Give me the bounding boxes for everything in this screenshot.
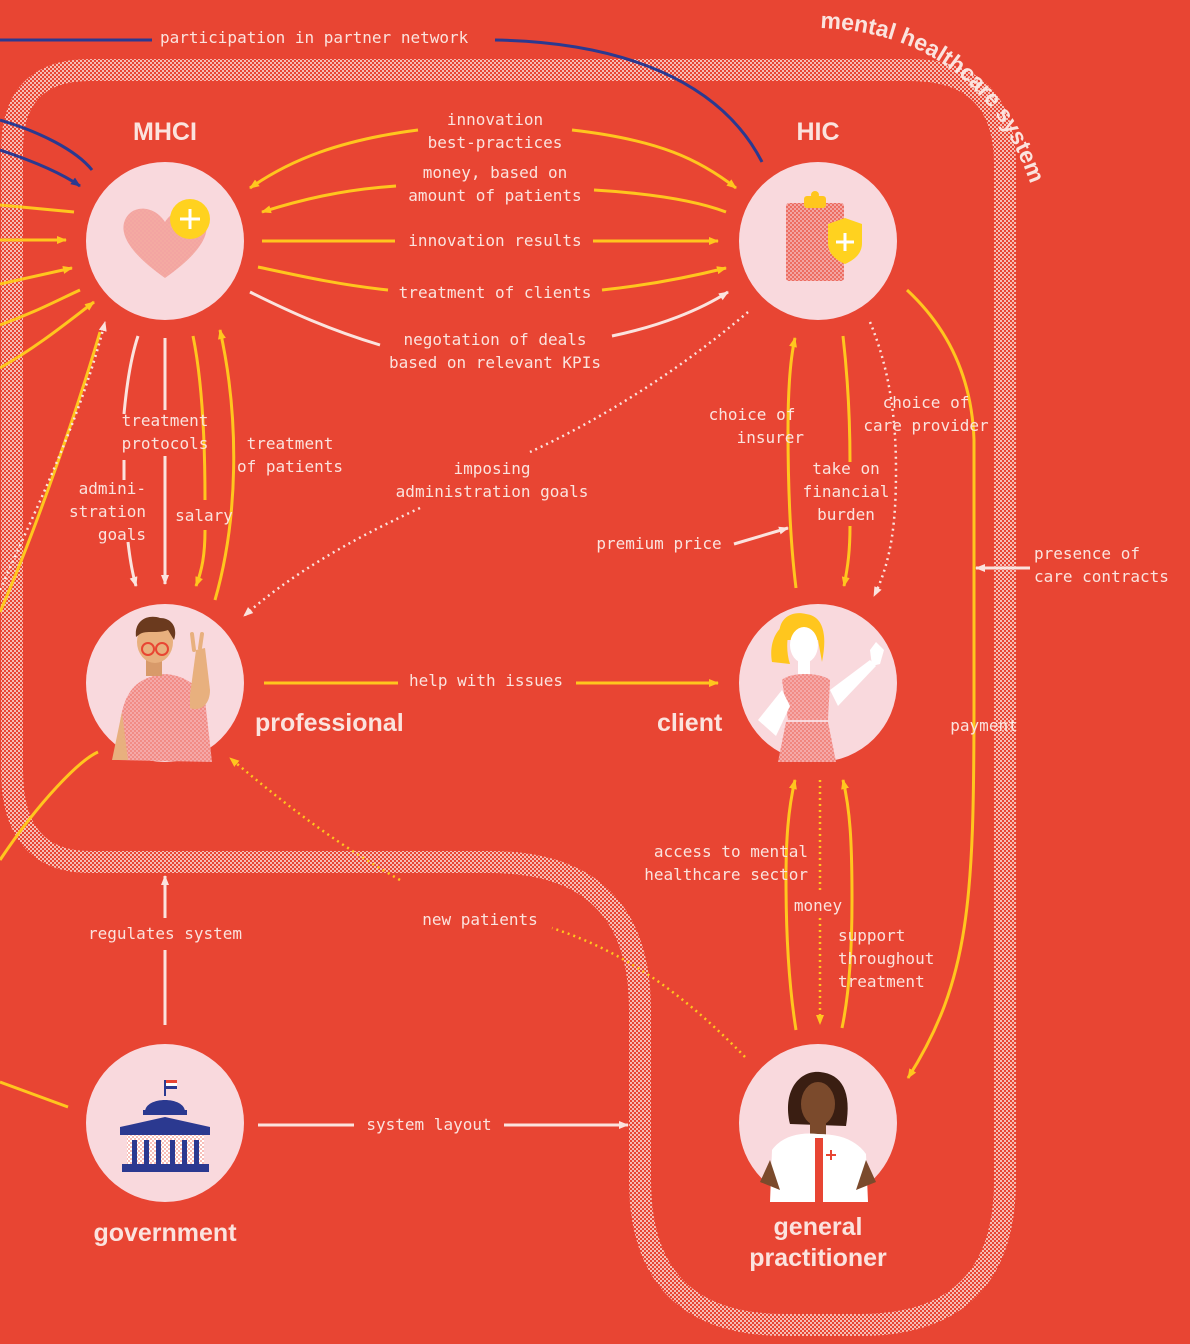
external-inflow-white (0, 321, 107, 591)
label-premium: premium price (596, 534, 722, 553)
flow-financial-burden[interactable] (843, 335, 850, 586)
flow-innovation[interactable] (249, 128, 419, 190)
flow-access[interactable] (784, 779, 798, 1031)
government-building-icon (120, 1080, 210, 1172)
flow-support[interactable] (840, 779, 854, 1029)
mhci-title: MHCI (133, 118, 197, 146)
flow-premium[interactable] (733, 526, 789, 546)
flow-negotiation[interactable] (249, 292, 728, 347)
flow-choice-insurer[interactable] (786, 337, 798, 589)
label-new-patients: new patients (422, 910, 538, 929)
partner-network-flow-b (0, 118, 94, 171)
flow-money-b (593, 188, 727, 214)
flow-innovation-b (571, 128, 737, 190)
flow-payment[interactable] (905, 288, 976, 1079)
label-help: help with issues (408, 671, 564, 690)
label-system-layout: system layout (366, 1115, 492, 1134)
flow-salary[interactable] (193, 335, 207, 586)
gp-title-line1: general (773, 1213, 863, 1241)
heart-plus-icon (123, 199, 210, 278)
label-innovation-results: innovation results (408, 231, 582, 250)
label-partner-network: participation in partner network (160, 28, 469, 47)
hic-title: HIC (796, 118, 840, 146)
client-avatar-icon (758, 613, 884, 762)
partner-network-flow[interactable] (0, 38, 764, 163)
gp-title: general practitioner (718, 1212, 918, 1274)
partner-network-flow-c (0, 148, 81, 188)
government-title: government (93, 1219, 237, 1247)
system-boundary (1, 59, 1016, 1336)
client-title: client (657, 709, 723, 737)
label-regulates: regulates system (87, 924, 243, 943)
gp-title-line2: practitioner (749, 1244, 887, 1272)
flow-choice-provider[interactable] (868, 321, 898, 597)
label-payment: payment (950, 716, 1018, 735)
flow-admin-goals[interactable] (122, 335, 138, 586)
professional-title: professional (255, 709, 404, 737)
flow-imposing-goals[interactable] (244, 311, 749, 616)
flow-money[interactable] (261, 184, 397, 214)
flow-treat-patients[interactable] (213, 329, 236, 601)
label-treatment-clients: treatment of clients (398, 283, 592, 302)
gp-avatar-icon (760, 1071, 876, 1202)
flow-treatment-clients[interactable] (257, 267, 726, 292)
label-salary: salary (175, 506, 233, 525)
professional-avatar-icon (112, 616, 212, 762)
clipboard-shield-icon (786, 191, 862, 281)
label-money-gp: money (793, 896, 843, 915)
